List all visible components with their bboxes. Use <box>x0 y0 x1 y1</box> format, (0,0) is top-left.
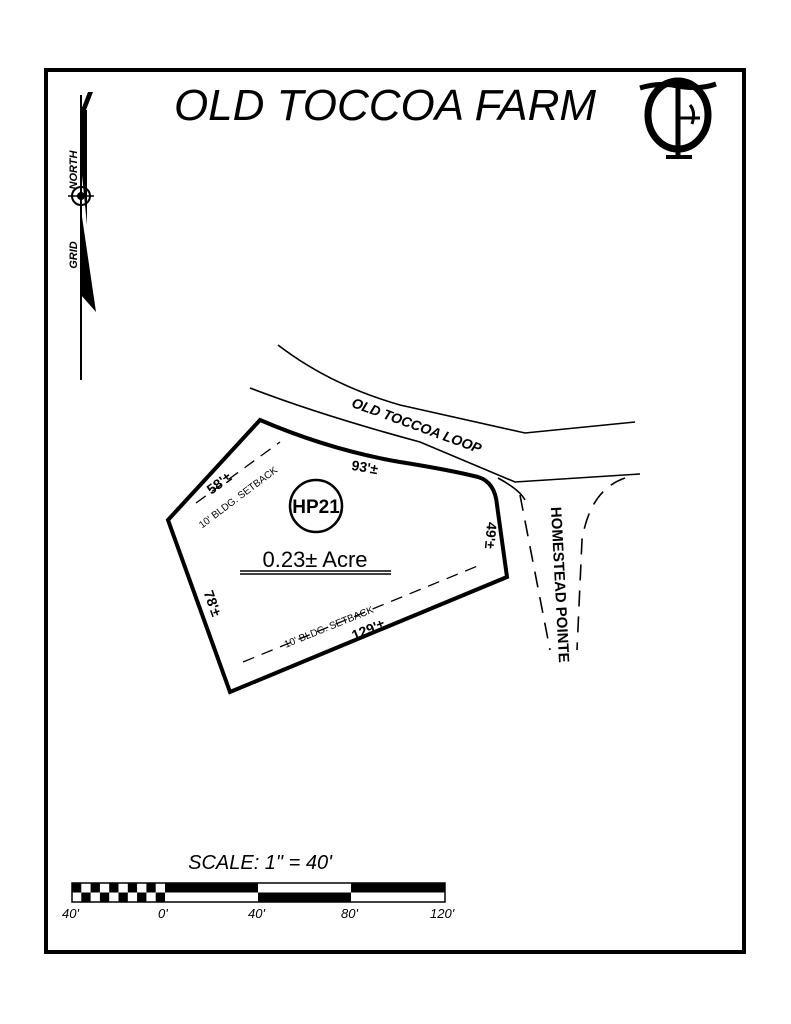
scale-checker-cell <box>127 883 138 893</box>
scale-checker-cell <box>155 892 165 902</box>
scale-tick: 120' <box>430 906 455 921</box>
road-label-old-toccoa-loop: OLD TOCCOA LOOP <box>350 394 485 456</box>
scale-tick: 40' <box>62 906 79 921</box>
scale-tick: 80' <box>341 906 358 921</box>
setback-line-bottom <box>242 564 481 663</box>
lot-area: 0.23± Acre <box>262 547 367 572</box>
north-label: NORTH <box>68 149 80 189</box>
dim-west: 78'± <box>201 588 225 619</box>
dim-northwest: 58'± <box>204 468 235 497</box>
scale-checker-cell <box>137 892 147 902</box>
grid-label: GRID <box>68 241 80 269</box>
road-label-homestead-pointe: HOMESTEAD POINTE <box>547 506 572 663</box>
dim-east: 49'± <box>482 521 500 549</box>
scale-checker-cell <box>99 892 110 902</box>
scale-tick: 40' <box>248 906 265 921</box>
otf-logo <box>639 77 717 159</box>
scale-checker-cell <box>109 883 119 893</box>
setback-line-top <box>195 441 281 504</box>
scale-bar <box>71 882 446 903</box>
scale-tick: 0' <box>158 906 168 921</box>
scale-checker-cell <box>81 892 91 902</box>
scale-checker-cell <box>118 892 128 902</box>
scale-checker-cell <box>90 883 100 893</box>
scale-checker-cell <box>146 883 156 893</box>
roads <box>249 344 641 651</box>
lot-id: HP21 <box>292 497 340 518</box>
dim-north: 93'± <box>350 457 379 477</box>
scale-checker-cell <box>72 883 82 893</box>
lot-id-circle <box>288 478 344 534</box>
plat-title: OLD TOCCOA FARM <box>174 81 596 130</box>
lot-boundary <box>165 417 510 695</box>
sheet-border <box>44 68 746 954</box>
scale-label: SCALE: 1" = 40' <box>188 852 333 874</box>
north-arrow: NORTH GRID <box>68 92 96 380</box>
